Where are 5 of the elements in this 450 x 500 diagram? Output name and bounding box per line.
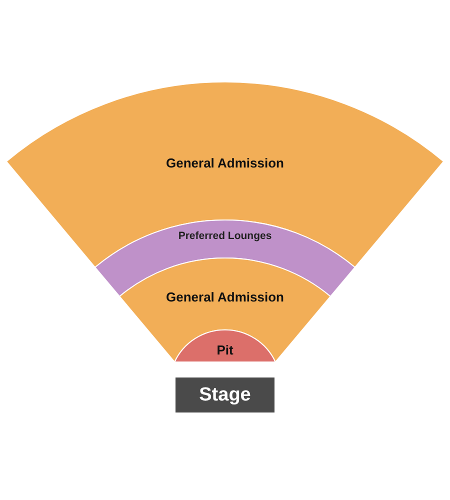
section-label: General Admission bbox=[166, 156, 284, 170]
section-label: General Admission bbox=[166, 290, 284, 304]
section-label: Pit bbox=[216, 344, 234, 356]
section-label: Preferred Lounges bbox=[178, 230, 272, 242]
section-label: Stage bbox=[199, 386, 251, 404]
